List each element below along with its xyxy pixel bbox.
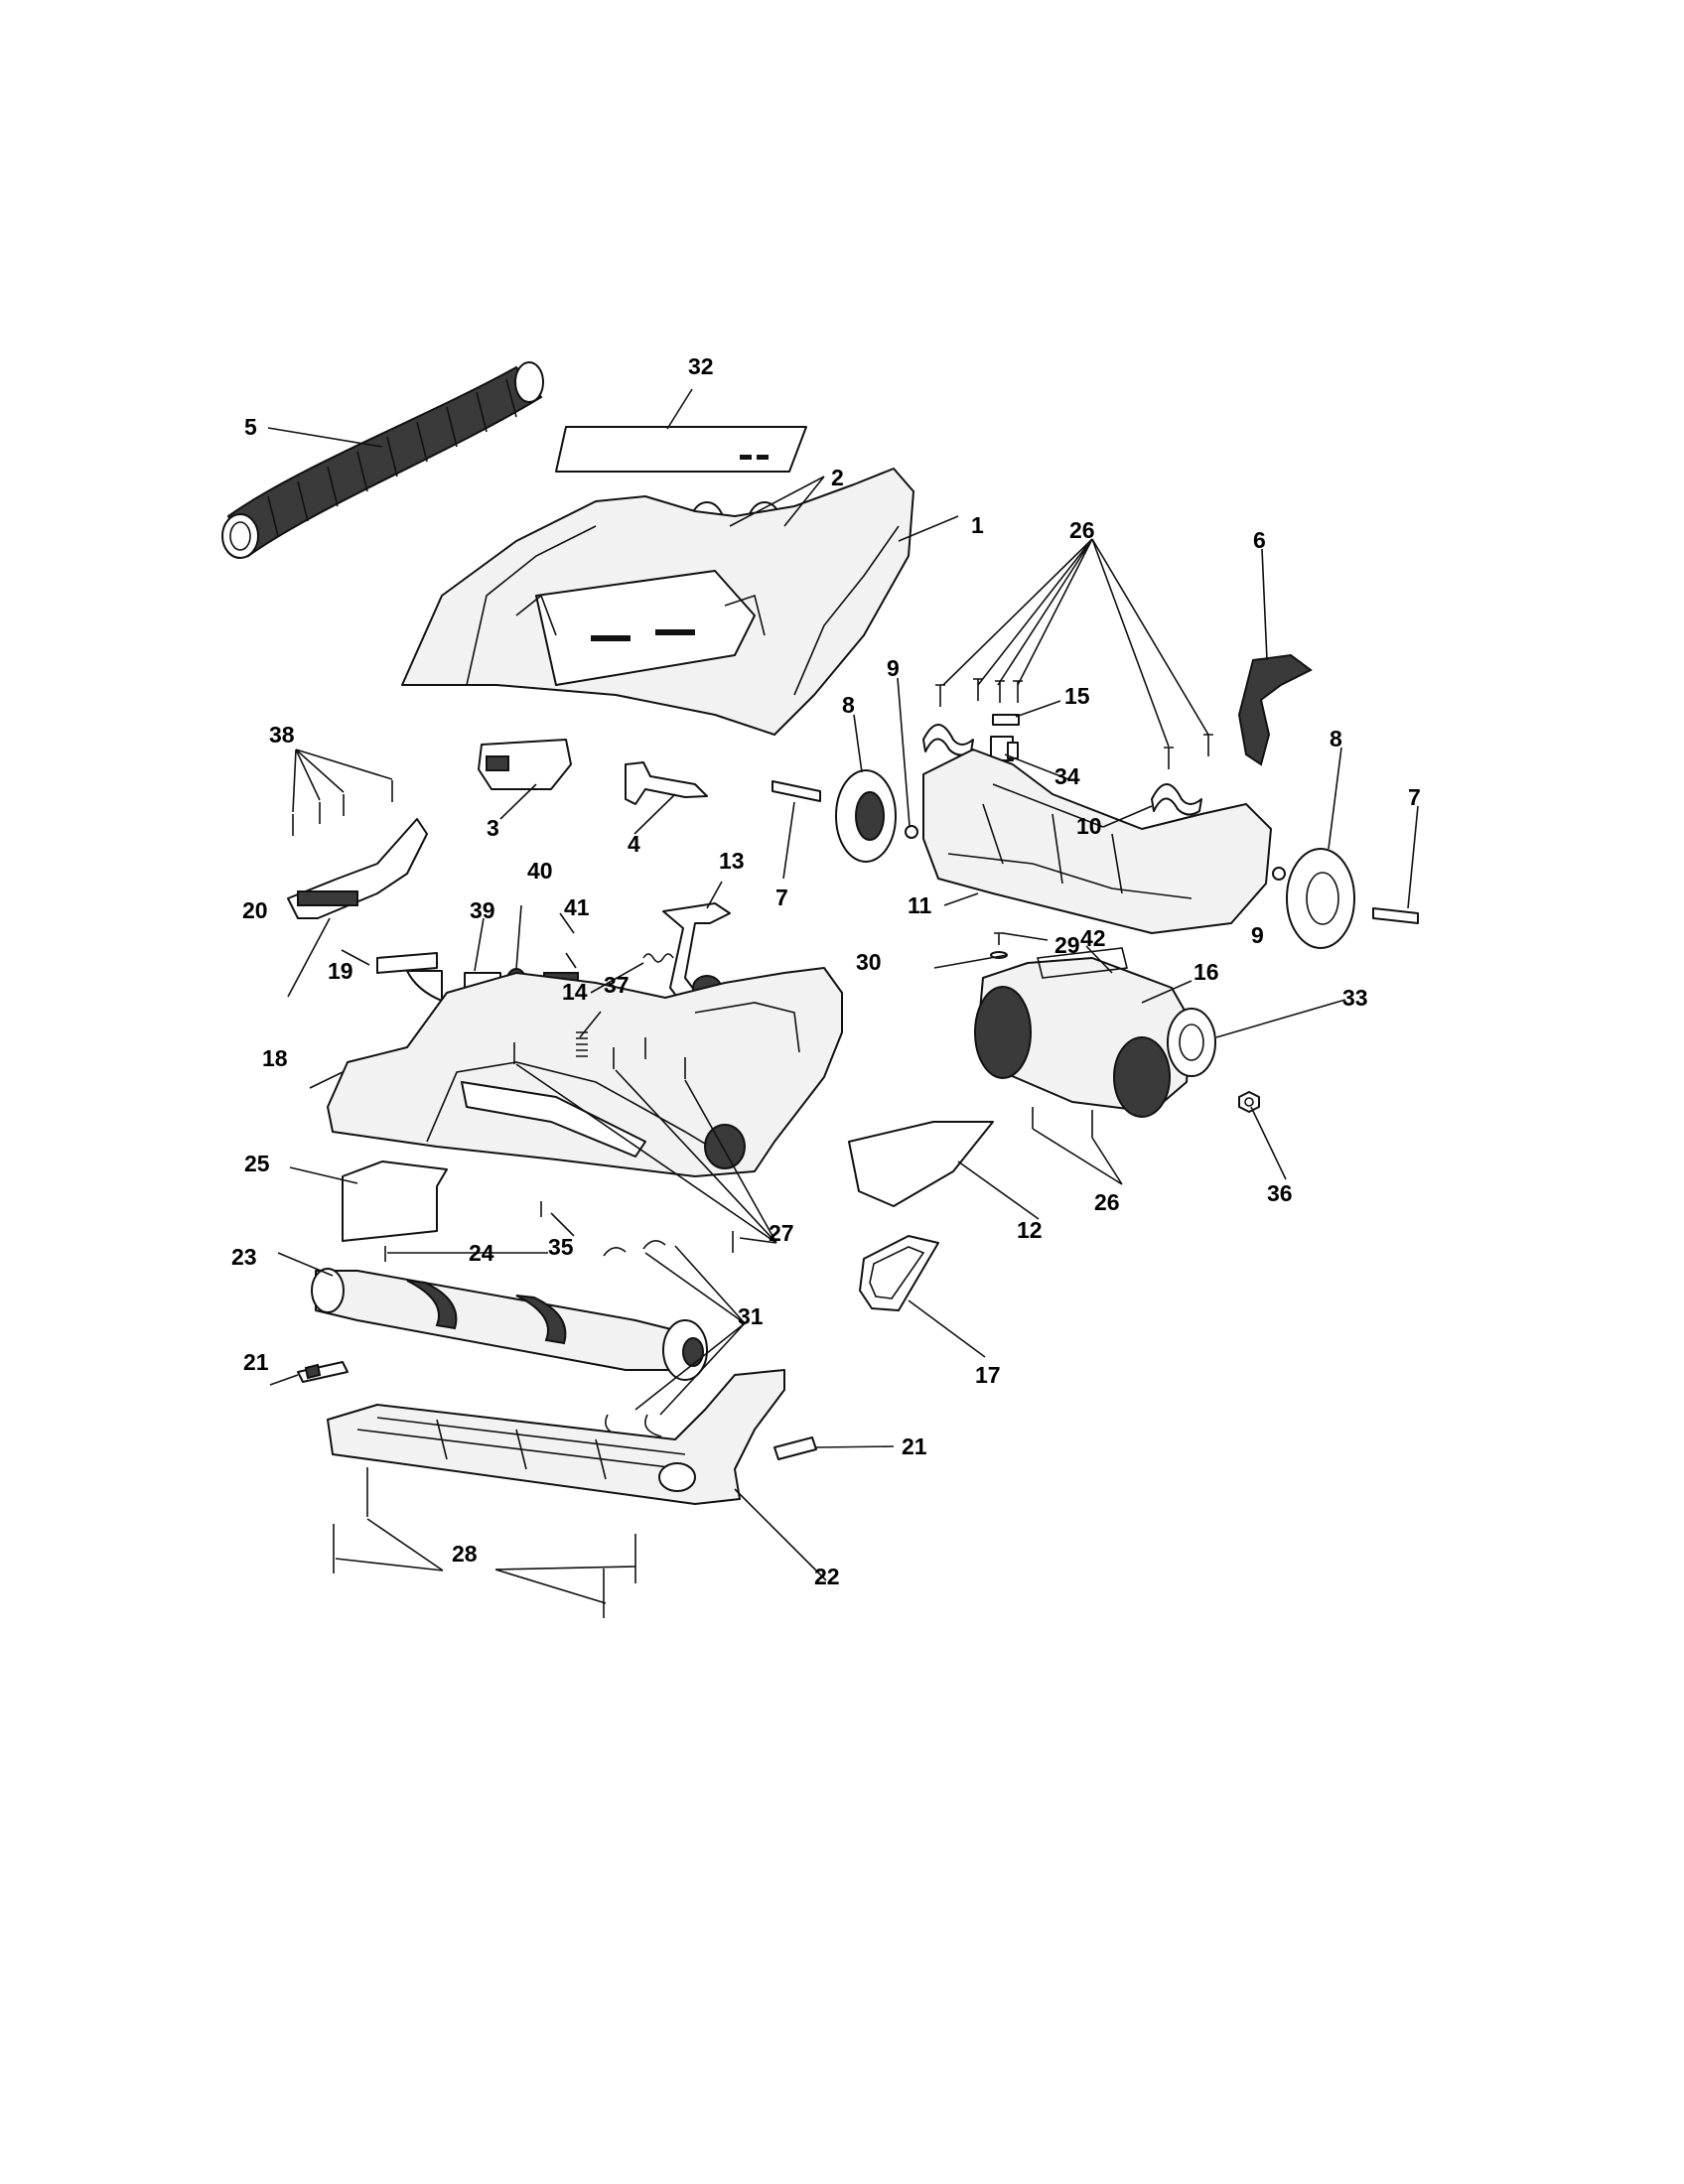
screws-38-part [292,780,393,836]
screws-27-part [513,1037,734,1253]
hood-part [401,468,914,736]
callout-7-left: 7 [775,885,788,910]
belt-part [859,1235,939,1311]
callout-4: 4 [628,831,640,857]
callout-5: 5 [244,414,257,440]
callout-26-lower: 26 [1094,1189,1120,1215]
switch-parts [990,714,1020,761]
callout-23: 23 [231,1244,257,1270]
callout-42: 42 [1080,925,1106,951]
callout-2: 2 [831,465,844,490]
axle-left-part [772,780,821,802]
bottom-plate-part [327,1369,785,1505]
callout-20: 20 [242,897,268,923]
latch-part [1237,653,1313,766]
callout-18: 18 [262,1045,288,1071]
clips-part [922,724,1202,816]
callout-30: 30 [856,949,882,975]
callout-10: 10 [1076,813,1102,839]
callout-3: 3 [487,815,499,841]
washer-left-part [905,825,918,839]
callout-39: 39 [470,897,495,923]
lever-part [625,761,708,805]
callout-26-upper: 26 [1069,517,1095,543]
brushroll-part [311,1268,708,1381]
screws-upper-part [935,678,1213,769]
callout-8-left: 8 [842,692,855,718]
cover-plate-part [342,1160,448,1242]
callout-14: 14 [562,979,588,1005]
long-screws-part [333,1467,636,1618]
callout-21-right: 21 [902,1433,927,1459]
callout-40: 40 [527,858,553,884]
callout-31: 31 [738,1303,764,1329]
callout-41: 41 [564,894,590,920]
callout-27: 27 [769,1220,794,1246]
callout-32: 32 [688,353,714,379]
motor-part [974,947,1216,1118]
nut-part [1238,1091,1260,1113]
callout-15: 15 [1064,683,1090,709]
bracket-part [287,818,428,919]
leader-lines [267,388,1419,1604]
callout-37: 37 [604,972,630,998]
callout-21-left: 21 [243,1349,269,1375]
callout-24: 24 [469,1240,494,1266]
callout-8-right: 8 [1330,726,1342,751]
pedal-part [478,739,572,790]
spring-37-part [576,1031,588,1057]
screw-29-part [994,932,1004,945]
callout-11: 11 [908,892,932,918]
chassis-part [922,749,1272,934]
callout-6: 6 [1253,527,1266,553]
axle-right-part [1372,907,1419,924]
end-cap-left-part [297,1361,349,1383]
callout-34: 34 [1054,763,1080,789]
screws-lower-part [1032,1107,1093,1138]
callout-13: 13 [719,848,745,874]
label-plate-part [555,426,807,473]
callout-9-right: 9 [1251,922,1264,948]
callout-29: 29 [1054,932,1080,958]
callout-9-left: 9 [887,655,900,681]
callout-17: 17 [975,1362,1001,1388]
callout-1: 1 [971,512,984,538]
callout-25: 25 [244,1151,270,1176]
callout-28: 28 [452,1541,478,1567]
wheel-right-part [1286,848,1355,949]
callout-19: 19 [328,958,353,984]
hose-part [221,361,544,559]
wheel-left-part [835,769,897,863]
callout-33: 33 [1342,985,1368,1011]
callout-35: 35 [548,1234,574,1260]
base-housing-part [327,967,843,1177]
callout-38: 38 [269,722,295,748]
callout-16: 16 [1193,959,1219,985]
callout-12: 12 [1017,1217,1043,1243]
end-cap-right-part [773,1436,817,1460]
washer-right-part [1272,867,1286,881]
spring-part [642,953,674,963]
callout-36: 36 [1267,1180,1293,1206]
belt-guard-part [848,1121,994,1207]
callout-labels: 1 2 3 4 5 6 7 7 8 8 9 9 10 11 12 13 14 1… [231,353,1421,1589]
callout-22: 22 [814,1564,840,1589]
callout-7-right: 7 [1408,784,1421,810]
